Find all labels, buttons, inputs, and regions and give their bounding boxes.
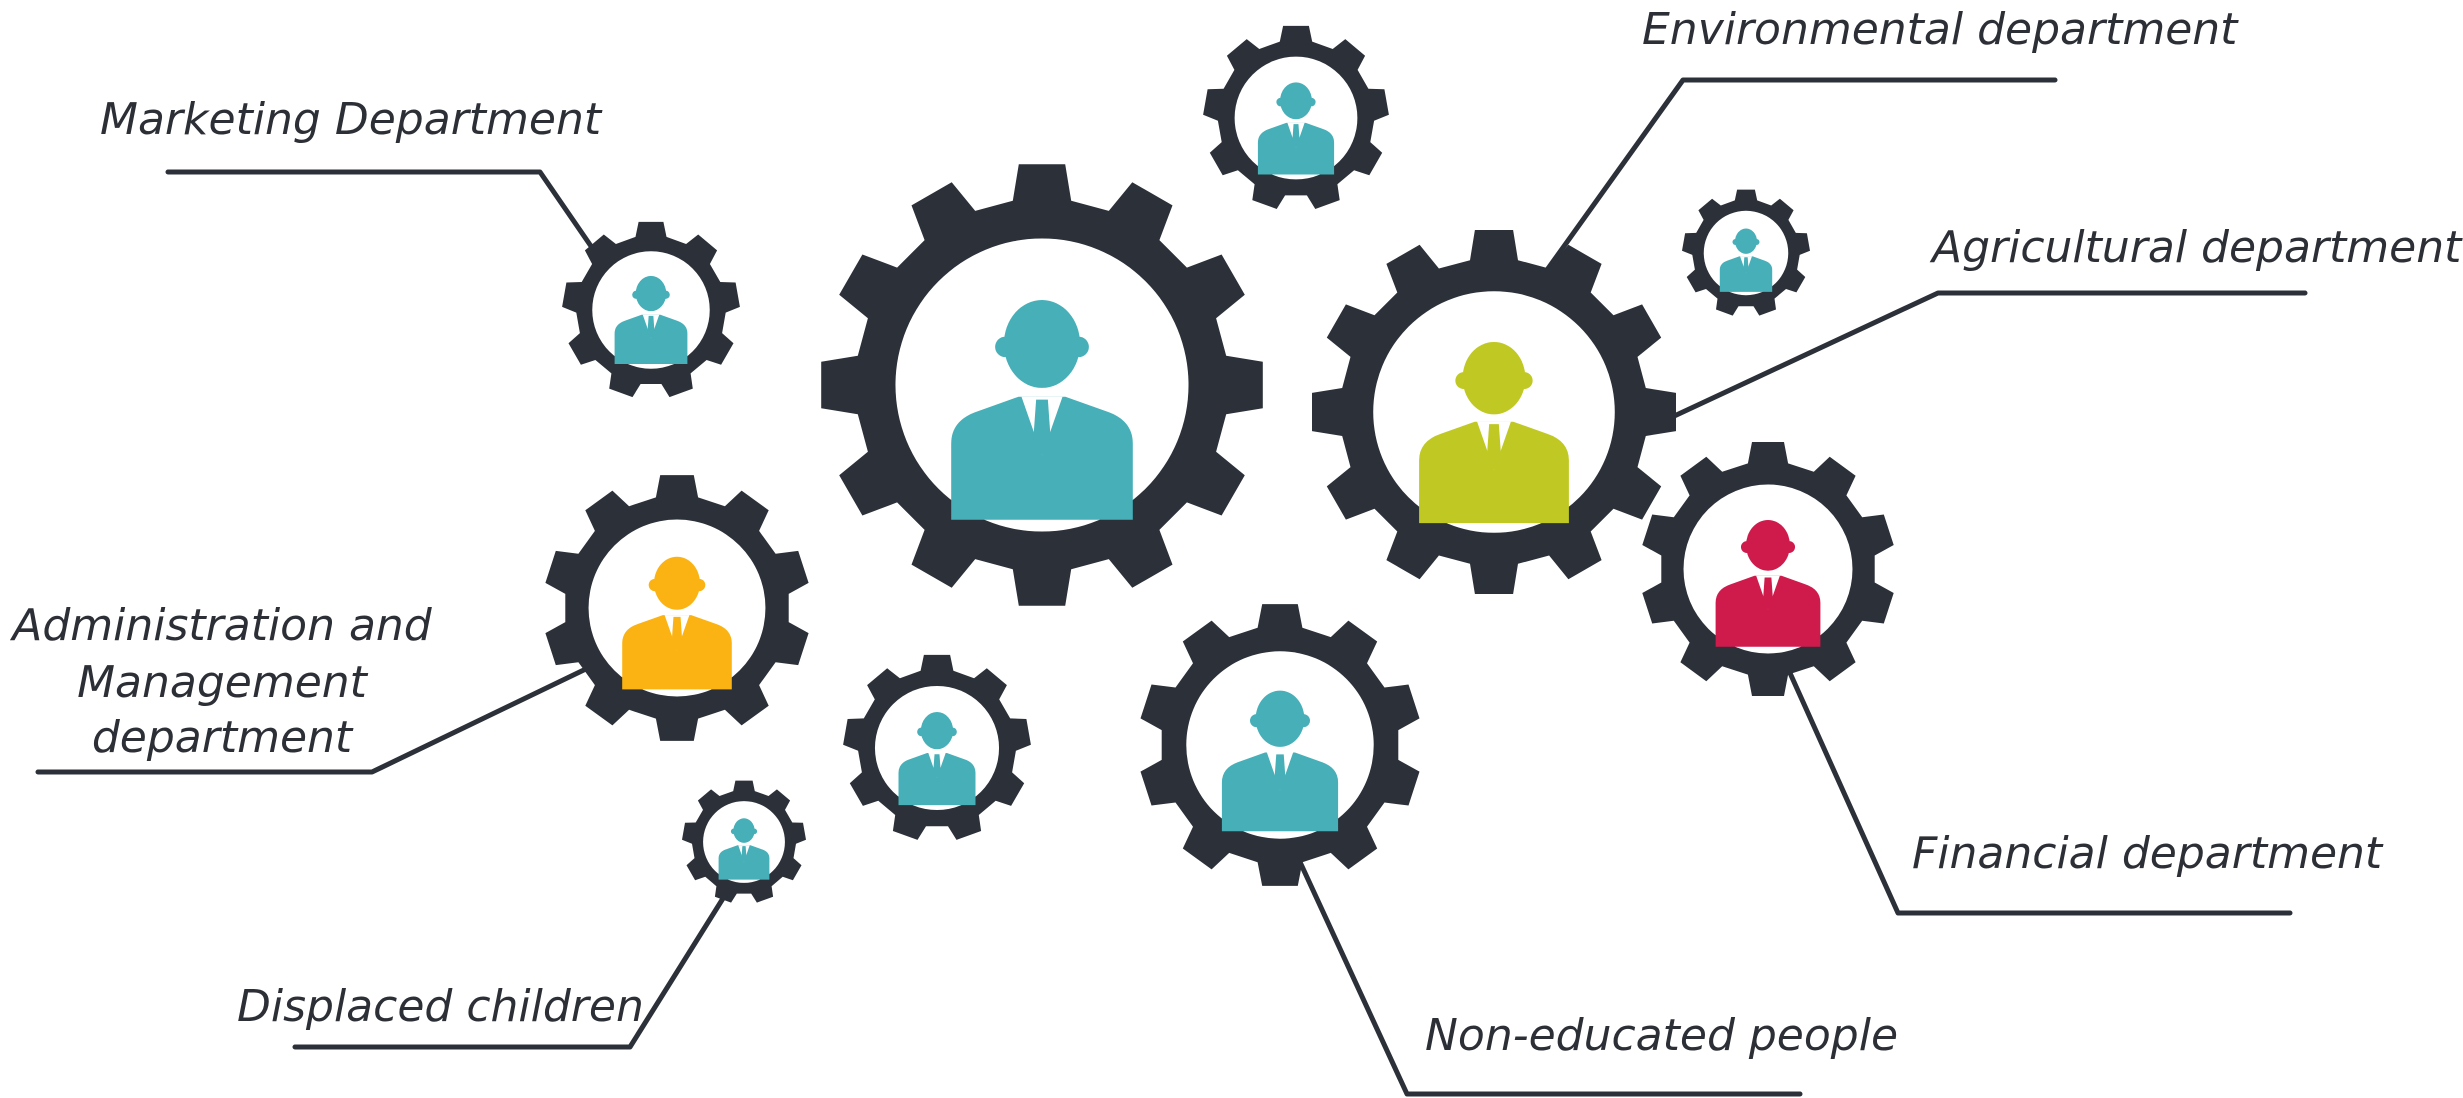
connector-non-educated [1297,859,1803,1097]
person-tie [1762,577,1774,610]
person-body [1257,122,1335,175]
person-ear-left [632,290,641,299]
label-administration-line1: Administration and [9,600,433,651]
person-tie [1292,124,1300,148]
person-icon [898,712,976,806]
label-displaced: Displaced children [237,981,644,1032]
person-icon [718,818,770,880]
person-ear-left [1732,239,1739,245]
person-icon [951,300,1133,520]
connector-financial [1787,670,2293,916]
label-administration-line2: Management [77,657,369,708]
person-ear-left [917,727,926,737]
person-tie [1033,399,1051,456]
department-labels: Marketing Department Environmental depar… [9,4,2463,1061]
person-head [635,275,667,312]
person-head [1280,82,1312,120]
person-ear-right [1068,336,1089,358]
connector-administration [35,664,593,775]
person-body [622,615,732,690]
person-ear-right [1296,714,1310,728]
connector-environmental [1544,77,2058,273]
connector-lines [35,77,2308,1097]
person-body [1719,256,1773,292]
person-head [733,818,755,843]
person-head [1735,228,1757,254]
person-head [1746,520,1790,571]
person-tie [741,846,747,862]
person-tie [1274,754,1286,790]
person-tie [1486,424,1502,470]
label-financial: Financial department [1912,828,2384,879]
person-icon [1715,520,1821,647]
person-icon [1221,690,1339,832]
person-icon [622,556,732,690]
gear-agricultural-small [1682,189,1810,316]
person-ear-right [661,290,670,299]
person-icon [1257,82,1335,175]
person-ear-right [1515,372,1533,390]
connector-displaced [292,889,730,1050]
person-ear-left [648,578,662,592]
person-body [718,845,770,880]
person-tie [647,315,655,339]
gear-administration [545,475,809,741]
person-body [1419,421,1569,524]
gear-marketing [562,221,740,398]
person-ear-left [1250,714,1264,728]
person-head [654,556,700,610]
person-ear-right [751,828,758,835]
person-icon [1719,228,1773,292]
person-head [1462,341,1526,415]
person-ear-left [1740,541,1753,553]
person-ear-left [1276,97,1285,107]
gear-agricultural [1312,230,1676,594]
person-ear-right [1783,541,1796,553]
person-ear-right [692,578,706,592]
gear-central [821,164,1263,606]
person-ear-right [1307,97,1316,107]
gear-financial [1642,442,1894,696]
person-body [614,314,688,364]
gear-non-educated [1140,604,1420,886]
person-head [1003,300,1081,388]
person-tie [1743,257,1749,274]
gear-small-middle [843,654,1031,840]
gear-displaced [682,780,806,903]
person-head [1255,690,1305,747]
label-marketing: Marketing Department [100,94,603,145]
person-ear-right [948,727,957,737]
person-ear-right [1753,239,1760,245]
person-icon [614,275,688,364]
person-ear-left [730,828,737,835]
person-ear-left [1455,372,1473,390]
person-body [1221,752,1339,832]
connector-agricultural [1667,290,2308,421]
person-tie [671,616,683,651]
person-body [898,753,976,806]
label-agricultural: Agricultural department [1929,222,2463,273]
person-icon [1419,341,1569,524]
person-tie [933,754,941,778]
label-non-educated: Non-educated people [1425,1010,1898,1061]
person-body [951,396,1133,520]
connector-marketing [165,169,598,255]
person-ear-left [995,336,1016,358]
person-body [1715,575,1821,647]
person-head [920,712,954,750]
label-environmental: Environmental department [1642,4,2239,55]
gear-environmental-small [1203,25,1389,210]
label-administration-line3: department [92,712,354,763]
